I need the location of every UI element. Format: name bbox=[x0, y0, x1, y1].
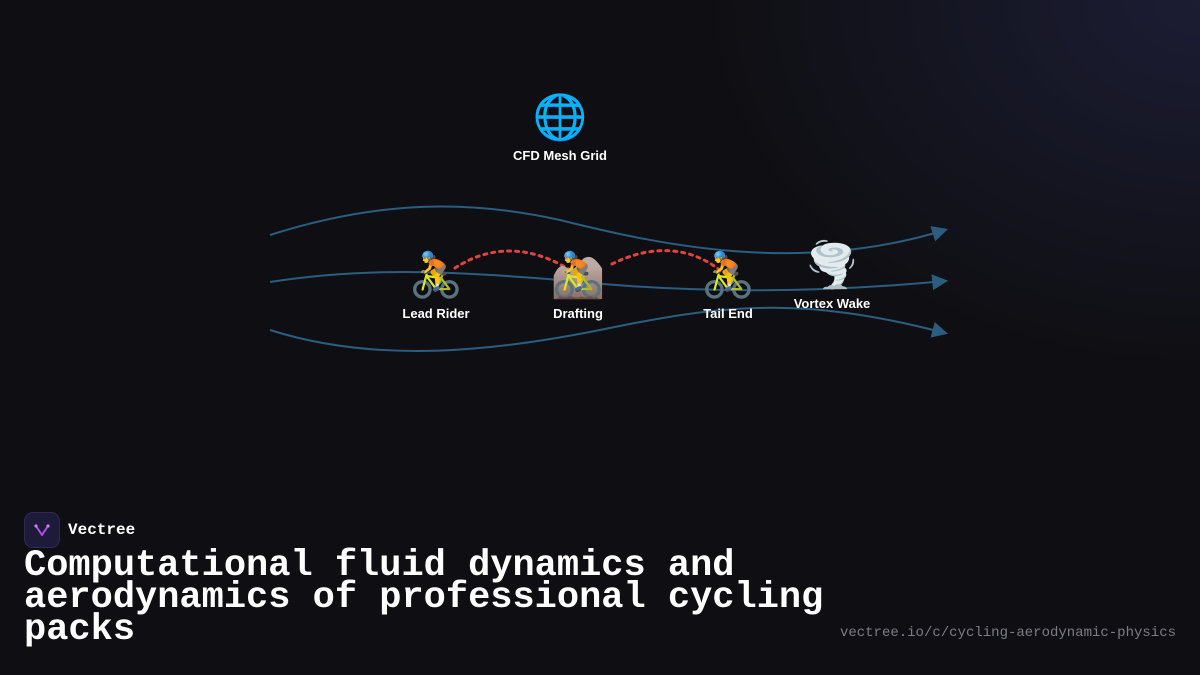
source-url[interactable]: vectree.io/c/cycling-aerodynamic-physics bbox=[839, 625, 1176, 641]
streamline-bottom bbox=[269, 306, 949, 352]
node-drafting: 🚵 Drafting bbox=[508, 250, 648, 321]
vectree-logo-icon bbox=[24, 512, 60, 548]
streamline-top bbox=[269, 205, 949, 255]
node-tail-end: 🚴 Tail End bbox=[658, 250, 798, 321]
node-label: Lead Rider bbox=[402, 306, 470, 321]
draft-link-lead-to-drafting bbox=[453, 249, 572, 272]
globe-icon: 🌐 bbox=[532, 93, 588, 142]
cyclist-icon: 🚴 bbox=[700, 251, 756, 300]
node-label: CFD Mesh Grid bbox=[513, 148, 607, 163]
brand: Vectree bbox=[24, 512, 135, 548]
node-vortex-wake: 🌪️ Vortex Wake bbox=[762, 240, 902, 311]
node-label: Drafting bbox=[553, 306, 603, 321]
page-title: Computational fluid dynamics and aerodyn… bbox=[24, 545, 824, 651]
node-label: Tail End bbox=[703, 306, 753, 321]
node-cfd-mesh-grid: 🌐 CFD Mesh Grid bbox=[490, 92, 630, 163]
node-lead-rider: 🚴 Lead Rider bbox=[366, 250, 506, 321]
draft-link-drafting-to-tail bbox=[610, 249, 724, 274]
cyclist-icon: 🚴 bbox=[408, 251, 464, 300]
tornado-icon: 🌪️ bbox=[804, 241, 860, 290]
mountain-biker-icon: 🚵 bbox=[550, 251, 606, 300]
node-label: Vortex Wake bbox=[793, 296, 871, 311]
streamline-middle bbox=[269, 271, 949, 292]
brand-name: Vectree bbox=[68, 521, 136, 539]
